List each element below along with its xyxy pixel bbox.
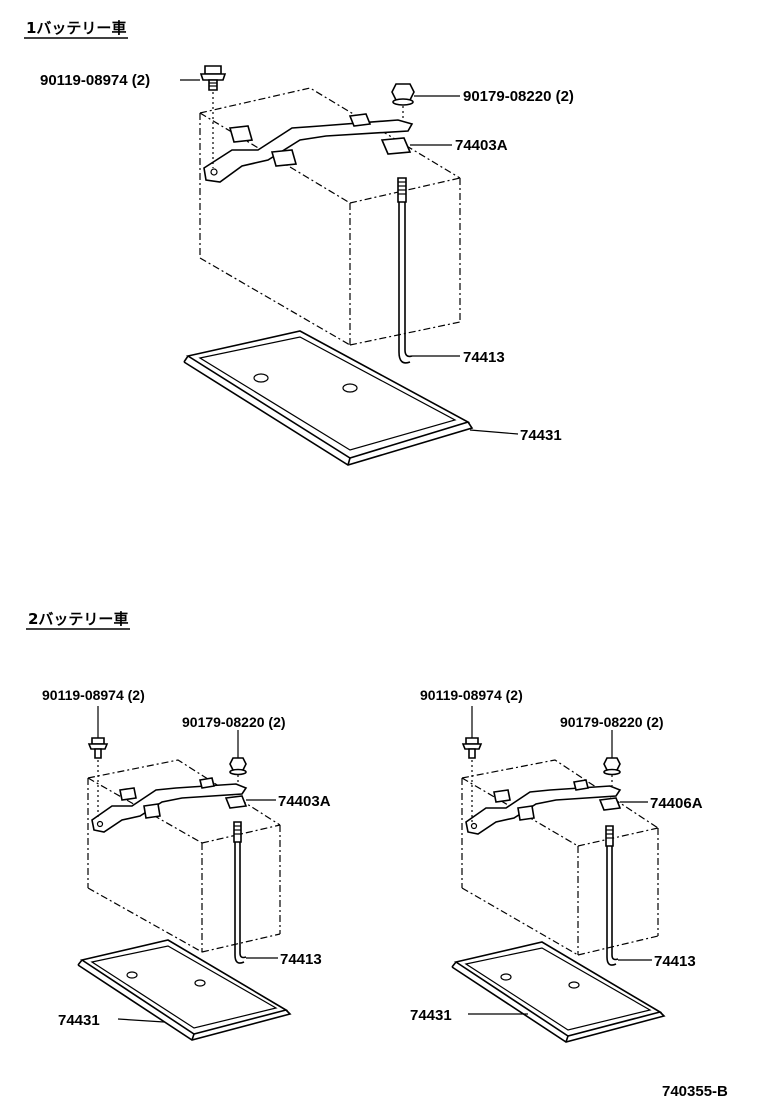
battery-clamp <box>203 113 414 183</box>
leader-line <box>469 429 519 435</box>
part-label-rod: 74413 <box>280 951 322 968</box>
dual-right-battery-assembly <box>451 737 666 1043</box>
battery-clamp <box>465 779 622 835</box>
battery-outline <box>461 759 659 956</box>
part-label-rod: 74413 <box>463 349 505 366</box>
part-label-bolt: 90119-08974 (2) <box>40 72 150 89</box>
flange-bolt <box>461 737 483 759</box>
part-label-bolt: 90119-08974 (2) <box>420 687 523 703</box>
single-battery-assembly <box>183 65 474 466</box>
flange-bolt <box>199 65 227 91</box>
dual-left-battery-assembly <box>77 737 292 1041</box>
part-label-tray: 74431 <box>410 1007 452 1024</box>
flange-nut <box>391 83 415 106</box>
hold-down-rod <box>397 177 413 364</box>
hold-down-rod <box>233 821 247 964</box>
part-label-bolt: 90119-08974 (2) <box>42 687 145 703</box>
part-label-clamp: 74403A <box>455 137 508 154</box>
part-label-nut: 90179-08220 (2) <box>182 714 286 730</box>
part-label-nut: 90179-08220 (2) <box>560 714 664 730</box>
part-label-rod: 74413 <box>654 953 696 970</box>
battery-tray <box>183 330 474 466</box>
figure-code: 740355-B <box>662 1083 728 1100</box>
flange-nut <box>229 757 247 776</box>
section-title-single-battery: 1バッテリー車 <box>26 19 126 37</box>
part-label-tray: 74431 <box>520 427 562 444</box>
hold-down-rod <box>605 825 619 966</box>
battery-tray <box>77 939 292 1041</box>
battery-tray <box>451 941 666 1043</box>
part-label-clamp: 74406A <box>650 795 703 812</box>
flange-nut <box>603 757 621 776</box>
part-label-tray: 74431 <box>58 1012 100 1029</box>
section-title-dual-battery: 2バッテリー車 <box>28 610 128 628</box>
part-label-nut: 90179-08220 (2) <box>463 88 574 105</box>
leader-line <box>117 1018 165 1023</box>
battery-clamp <box>91 777 248 833</box>
part-label-clamp: 74403A <box>278 793 331 810</box>
flange-bolt <box>87 737 109 759</box>
